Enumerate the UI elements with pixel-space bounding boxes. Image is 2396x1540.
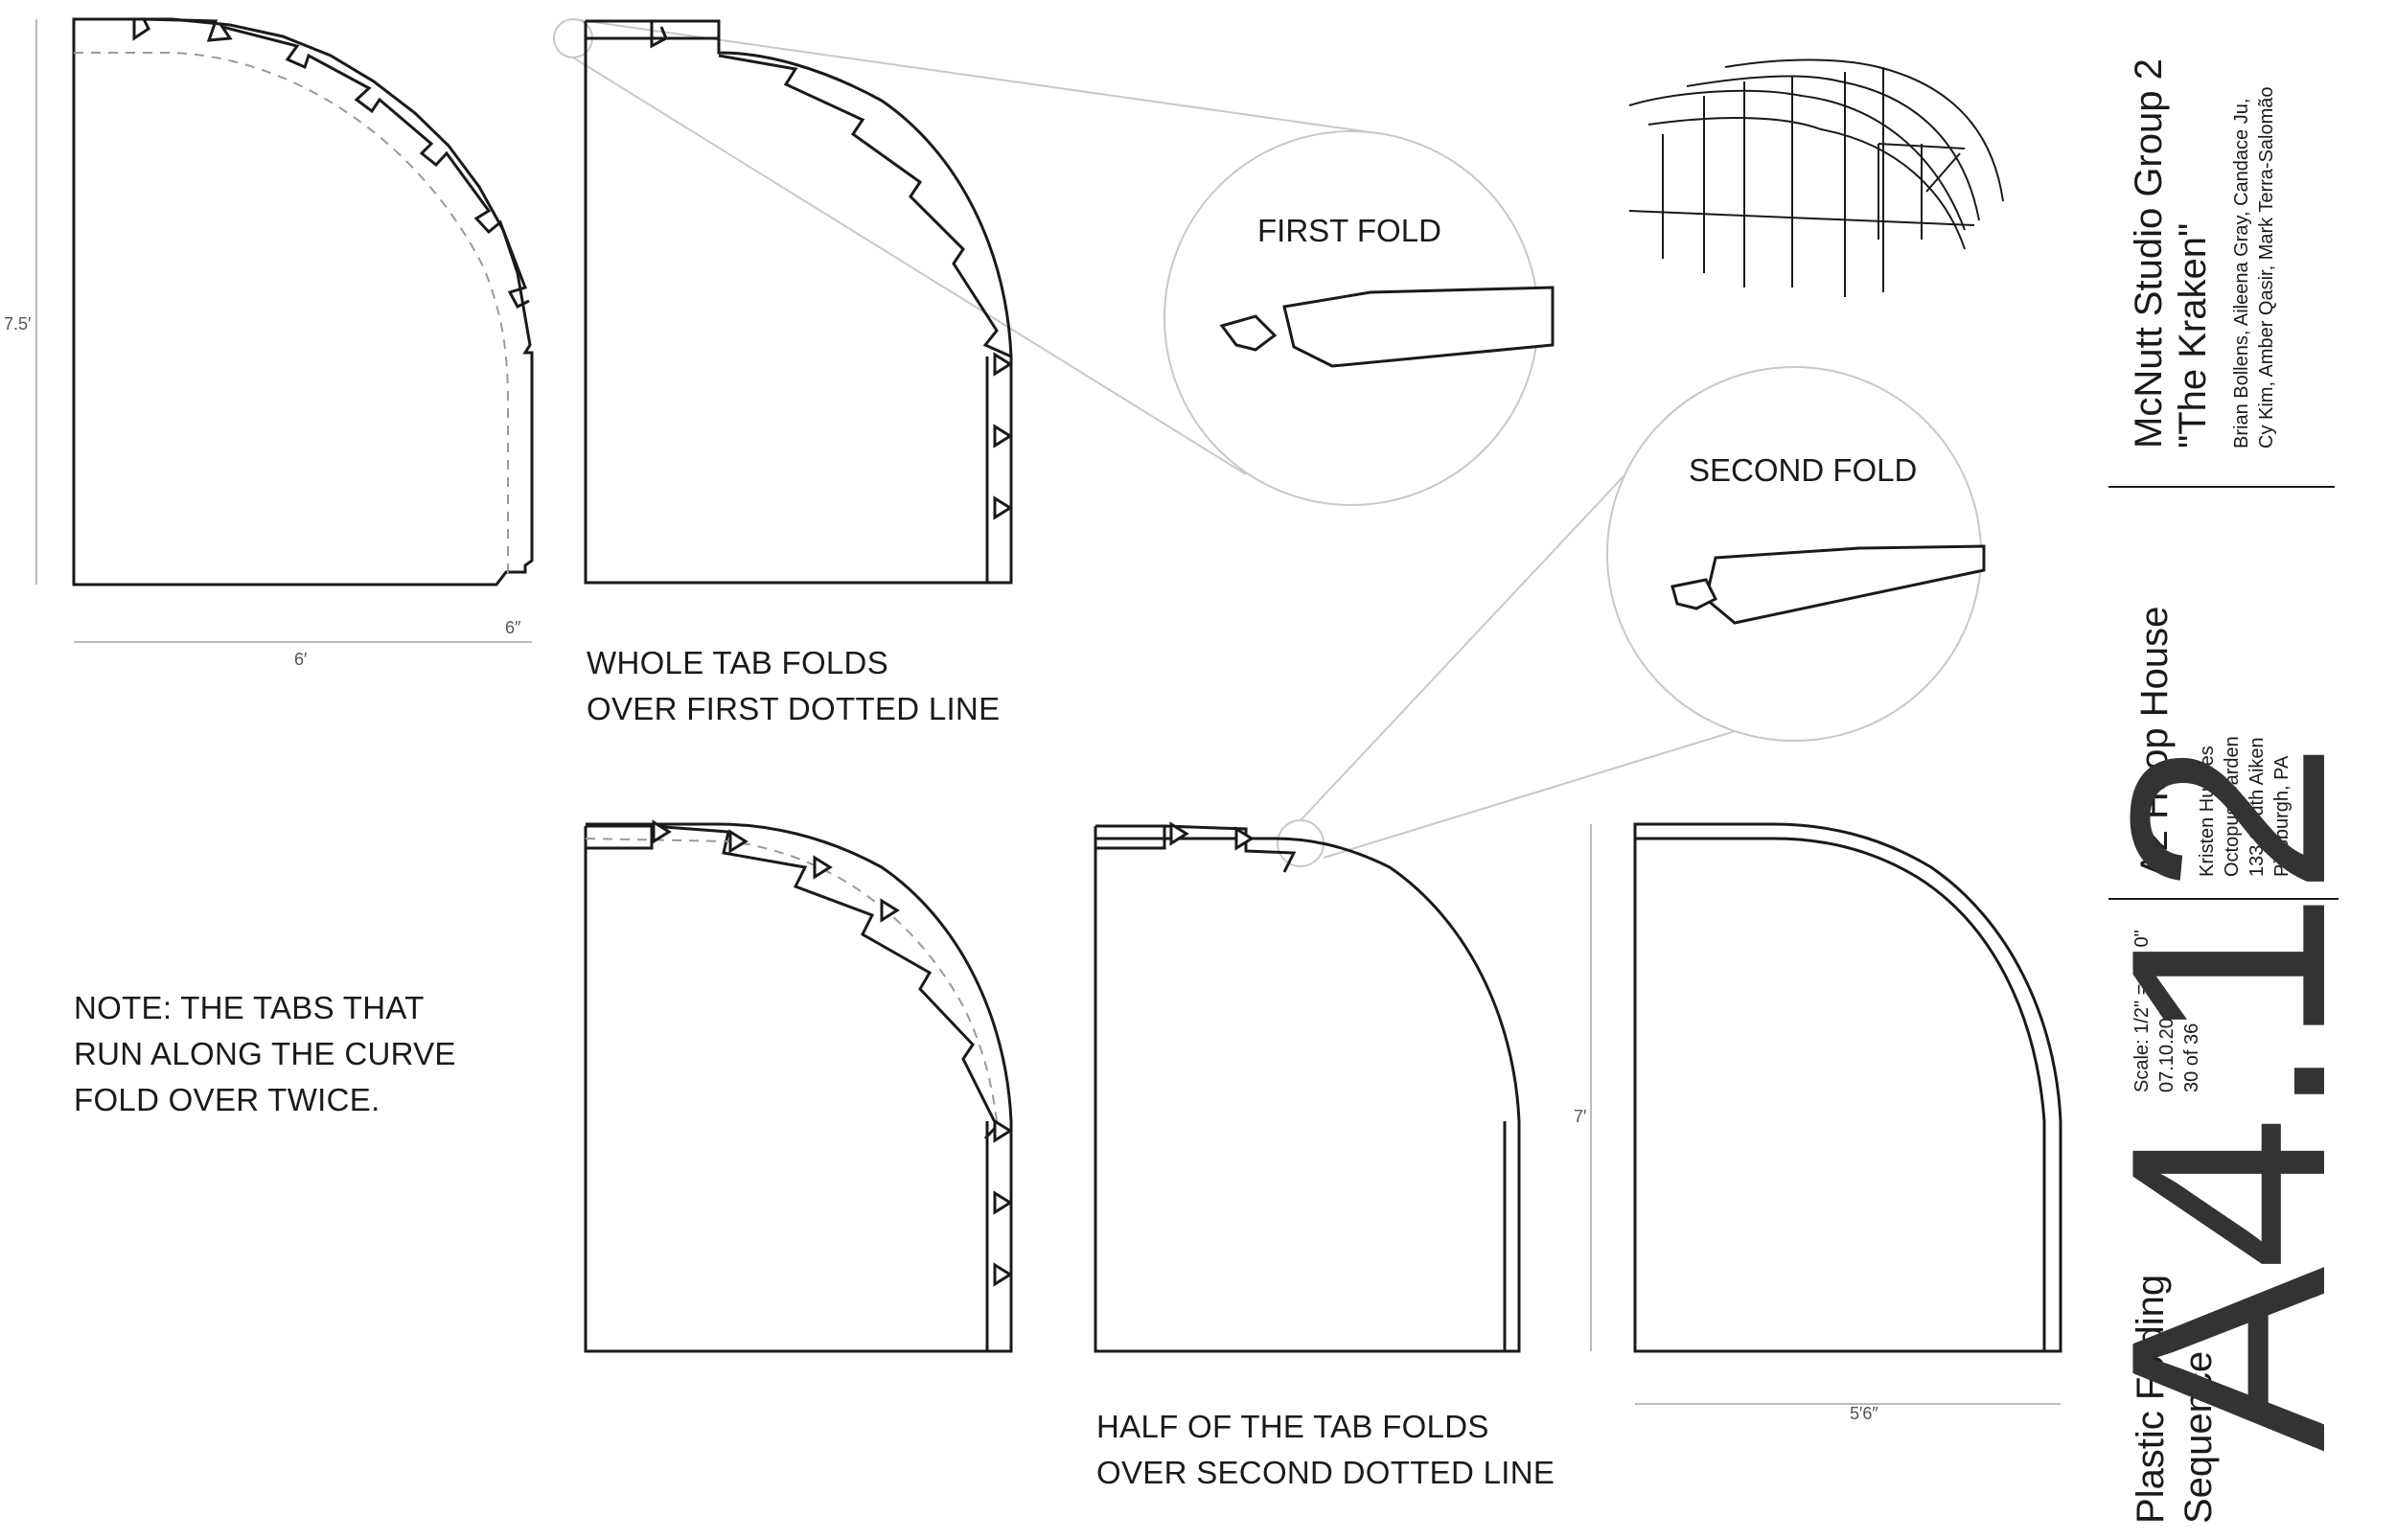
title-block-dividers bbox=[2108, 486, 2338, 900]
caption-whole-tab-line1: WHOLE TAB FOLDS bbox=[587, 645, 889, 680]
panel-flat-dotted bbox=[74, 52, 509, 575]
hoop-house-sketch bbox=[1628, 58, 2004, 297]
panel-first-fold-tabs bbox=[993, 353, 1012, 519]
dim-tab-a: 6″ bbox=[505, 618, 521, 637]
detail-first-fold bbox=[1163, 130, 1555, 506]
caption-whole-tab: WHOLE TAB FOLDS OVER FIRST DOTTED LINE bbox=[587, 640, 1000, 732]
panel-curve-dotted bbox=[585, 838, 998, 1122]
panel-curve-tabs bbox=[584, 822, 1013, 1353]
caption-half-tab-line1: HALF OF THE TAB FOLDS bbox=[1096, 1409, 1489, 1444]
note-line1: NOTE: THE TABS THAT bbox=[74, 990, 425, 1025]
callout-lines bbox=[553, 18, 1745, 867]
label-second-fold: SECOND FOLD bbox=[1689, 452, 1918, 488]
dimension-lines bbox=[35, 19, 2061, 1405]
panel-curve-tabs-triangles bbox=[652, 820, 1012, 1286]
project-name: "The Kraken" bbox=[2172, 222, 2214, 448]
note-line3: FOLD OVER TWICE. bbox=[74, 1082, 380, 1117]
caption-half-tab: HALF OF THE TAB FOLDS OVER SECOND DOTTED… bbox=[1096, 1404, 1555, 1496]
team-line1: Brian Bollens, Aileena Gray, Candace Ju, bbox=[2231, 98, 2252, 448]
note-line2: RUN ALONG THE CURVE bbox=[74, 1036, 456, 1071]
studio-title: McNutt Studio Group 2 bbox=[2128, 58, 2170, 448]
sheet-number: A4.12 bbox=[2073, 745, 2384, 1452]
dim-width-b: 5′6″ bbox=[1850, 1404, 1878, 1423]
panel-flat-pattern bbox=[72, 17, 534, 586]
caption-whole-tab-line2: OVER FIRST DOTTED LINE bbox=[587, 691, 1001, 726]
panel-second-fold bbox=[1094, 824, 1521, 1353]
detail-second-fold bbox=[1606, 366, 1986, 742]
panel-final bbox=[1633, 822, 2062, 1353]
caption-half-tab-line2: OVER SECOND DOTTED LINE bbox=[1096, 1455, 1555, 1490]
label-first-fold: FIRST FOLD bbox=[1257, 213, 1441, 248]
note-curve-tabs: NOTE: THE TABS THAT RUN ALONG THE CURVE … bbox=[74, 985, 456, 1123]
dim-height-a: 7.5′ bbox=[4, 314, 32, 333]
dim-height-b: 7′ bbox=[1574, 1107, 1587, 1126]
dim-width-a: 6′ bbox=[294, 650, 308, 669]
team-line2: Cy Kim, Amber Qasir, Mark Terra-Salomão bbox=[2256, 86, 2277, 448]
panel-first-fold bbox=[584, 19, 1013, 585]
